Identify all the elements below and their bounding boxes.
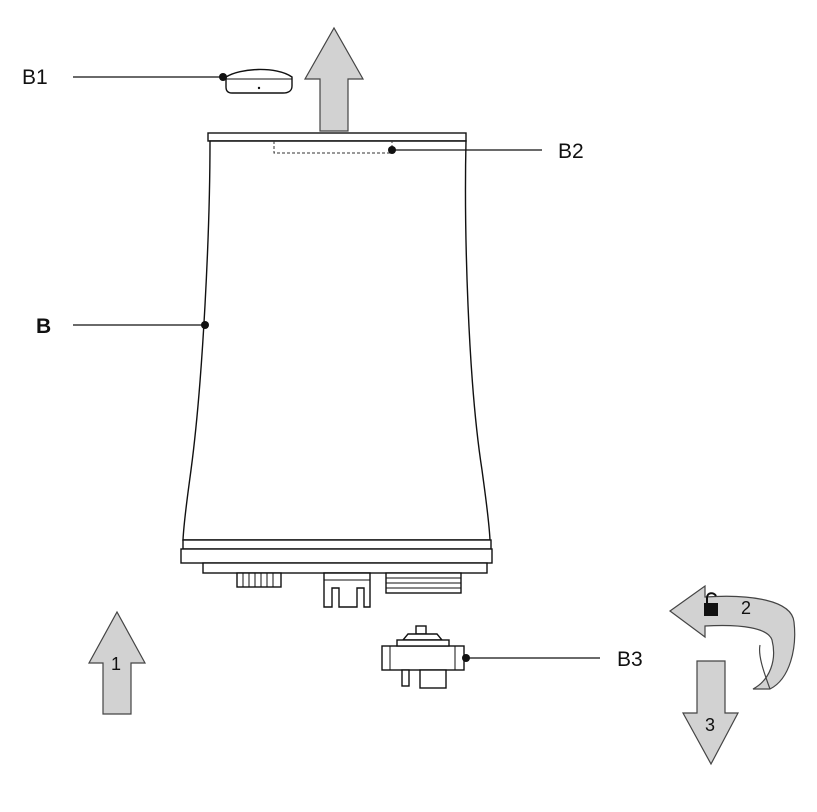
leader-b3 xyxy=(462,654,600,662)
label-b2: B2 xyxy=(558,140,584,163)
unlock-icon xyxy=(704,592,718,616)
label-b: B xyxy=(36,315,51,338)
leader-b2 xyxy=(388,146,542,154)
label-b1: B1 xyxy=(22,66,48,89)
label-b3: B3 xyxy=(617,648,643,671)
up-arrow-top xyxy=(303,26,365,132)
leader-b xyxy=(73,321,209,329)
filter-body xyxy=(180,132,493,608)
step1-number: 1 xyxy=(111,654,121,674)
step2-number: 2 xyxy=(741,598,751,618)
step3-number: 3 xyxy=(705,715,715,735)
cap-part-b1 xyxy=(225,68,293,94)
step3-arrow: 3 xyxy=(681,660,739,766)
step1-arrow: 1 xyxy=(87,610,147,715)
step2-rotate-arrow: 2 xyxy=(668,584,796,690)
valve-part-b3 xyxy=(381,625,465,689)
leader-b1 xyxy=(73,73,227,81)
